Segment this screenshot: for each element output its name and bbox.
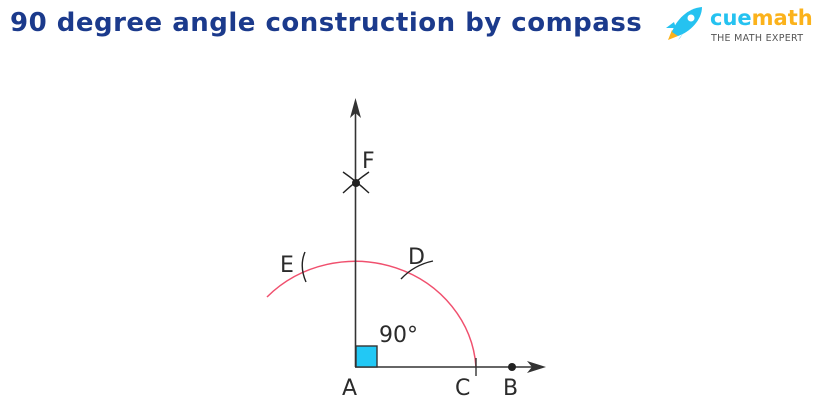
d-arc-mark [400, 260, 434, 280]
label-c: C [455, 376, 470, 401]
brand-name: cuemath [710, 6, 813, 30]
label-b: B [503, 376, 518, 401]
arrow-right-icon [527, 361, 546, 373]
label-a: A [342, 376, 357, 401]
page-title: 90 degree angle construction by compass [10, 8, 643, 38]
e-arc-mark [301, 251, 307, 283]
label-e: E [280, 253, 294, 278]
brand-part1: cue [710, 6, 752, 30]
brand-part2: math [751, 6, 813, 30]
right-angle-marker [355, 345, 378, 368]
point-f [352, 179, 360, 187]
label-f: F [362, 149, 375, 174]
label-d: D [408, 245, 425, 270]
tagline: THE MATH EXPERT [711, 33, 804, 44]
arrow-up-icon [350, 98, 361, 118]
point-b [508, 363, 516, 371]
cuemath-logo: cuemath THE MATH EXPERT [660, 4, 813, 46]
compass-arc [266, 260, 477, 368]
rocket-icon [666, 7, 702, 40]
label-angle: 90° [379, 323, 418, 348]
